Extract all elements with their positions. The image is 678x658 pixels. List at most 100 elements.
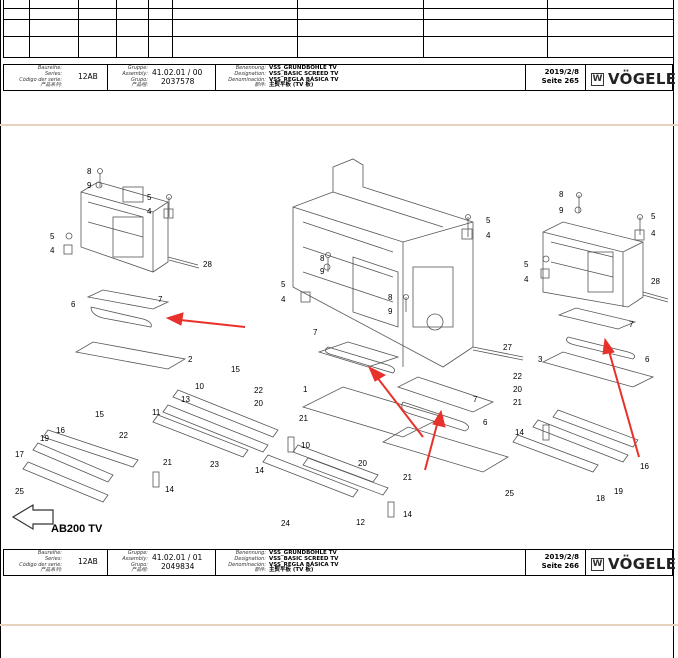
callout: 18 [596, 494, 605, 503]
callout: 15 [95, 410, 104, 419]
callout: 21 [299, 414, 308, 423]
assembly-labels: Gruppe: Assembly: Grupo: 产品组: [122, 65, 148, 89]
designation-labels: Benennung: Designation: Denominación: 部件… [228, 550, 266, 574]
callout: 9 [320, 267, 325, 276]
callout: 23 [210, 460, 219, 469]
voegele-logo: W VÖGELE [591, 555, 676, 573]
title-block-top: Baureihe: Series: Código der serie: 产品系列… [3, 64, 676, 91]
logo-mark-icon: W [591, 557, 604, 571]
exploded-parts-diagram: AB200 TV 8 9 5 4 5 4 28 6 7 2 8 9 5 4 8 … [11, 158, 669, 535]
highlight-arrow-icon [602, 337, 615, 355]
table-rule [3, 8, 673, 9]
series-labels: Baureihe: Series: Código der serie: 产品系列… [19, 550, 62, 574]
designation-labels: Benennung: Designation: Denominación: 部件… [228, 65, 266, 89]
logo-mark-icon: W [591, 72, 604, 86]
date: 2019/2/8 [544, 68, 579, 76]
callout: 4 [524, 275, 529, 284]
callout: 5 [147, 193, 152, 202]
callout: 28 [651, 277, 660, 286]
callout: 3 [538, 355, 543, 364]
designation-values: VSS_GRUNDBOHLE TV VSS_BASIC SCREED TV VS… [269, 550, 339, 574]
callout: 1 [303, 385, 308, 394]
callout: 5 [281, 280, 286, 289]
callout: 5 [524, 260, 529, 269]
assembly-value: 41.02.01 / 00 [152, 68, 203, 77]
voegele-logo: W VÖGELE [591, 70, 676, 88]
table-col-line [116, 0, 117, 57]
callout: 12 [356, 518, 365, 527]
logo-text: VÖGELE [608, 555, 677, 573]
table-col-line [547, 0, 548, 57]
callout: 16 [56, 426, 65, 435]
date: 2019/2/8 [544, 553, 579, 561]
callout: 6 [71, 300, 76, 309]
callout: 7 [313, 328, 318, 337]
highlight-arrow-icon [165, 312, 184, 326]
callout: 15 [231, 365, 240, 374]
direction-arrow-icon [11, 503, 54, 531]
callout: 28 [203, 260, 212, 269]
callout: 19 [40, 434, 49, 443]
callout: 21 [403, 473, 412, 482]
callout: 9 [388, 307, 393, 316]
callout: 25 [15, 487, 24, 496]
callout: 11 [152, 408, 161, 417]
callout: 7 [158, 295, 163, 304]
callout: 4 [651, 229, 656, 238]
callout: 2 [188, 355, 193, 364]
callout: 5 [50, 232, 55, 241]
title-block-divider [215, 65, 216, 90]
callout: 6 [645, 355, 650, 364]
series-value: 12AB [78, 72, 98, 81]
highlight-arrow-icon [368, 365, 387, 382]
title-block-divider [525, 550, 526, 575]
callout: 14 [403, 510, 412, 519]
callout: 16 [640, 462, 649, 471]
group-value: 2037578 [161, 77, 195, 86]
callout: 6 [483, 418, 488, 427]
table-rule [3, 36, 673, 37]
page-number: Seite 266 [541, 562, 579, 570]
title-block-divider [585, 65, 586, 90]
table-col-line [3, 0, 4, 57]
callout: 4 [486, 231, 491, 240]
callout: 22 [513, 372, 522, 381]
callout: 21 [513, 398, 522, 407]
callout: 4 [147, 207, 152, 216]
callout: 25 [505, 489, 514, 498]
callout: 4 [50, 246, 55, 255]
table-col-line [78, 0, 79, 57]
page-separator [0, 624, 678, 626]
title-block-divider [525, 65, 526, 90]
title-block-bottom: Baureihe: Series: Código der serie: 产品系列… [3, 549, 676, 576]
series-value: 12AB [78, 557, 98, 566]
callout: 8 [559, 190, 564, 199]
callout: 20 [513, 385, 522, 394]
series-labels: Baureihe: Series: Código der serie: 产品系列… [19, 65, 62, 89]
title-block-divider [215, 550, 216, 575]
table-rule [3, 19, 673, 20]
callout: 19 [614, 487, 623, 496]
table-col-line [148, 0, 149, 57]
callout: 5 [651, 212, 656, 221]
callout: 24 [281, 519, 290, 528]
assembly-value: 41.02.01 / 01 [152, 553, 203, 562]
callout: 9 [87, 181, 92, 190]
callout: 8 [87, 167, 92, 176]
callout: 4 [281, 295, 286, 304]
callout: 8 [320, 254, 325, 263]
callout: 27 [503, 343, 512, 352]
date-page: 2019/2/8 Seite 265 [526, 68, 579, 86]
table-col-line [172, 0, 173, 57]
table-col-line [297, 0, 298, 57]
callout: 7 [629, 320, 634, 329]
title-block-divider [585, 550, 586, 575]
table-col-line [423, 0, 424, 57]
title-block-divider [107, 65, 108, 90]
assembly-labels: Gruppe: Assembly: Grupo: 产品组: [122, 550, 148, 574]
highlight-arrow-icon [432, 409, 446, 428]
callout: 14 [515, 428, 524, 437]
callout: 20 [358, 459, 367, 468]
callout: 10 [301, 441, 310, 450]
callout: 20 [254, 399, 263, 408]
